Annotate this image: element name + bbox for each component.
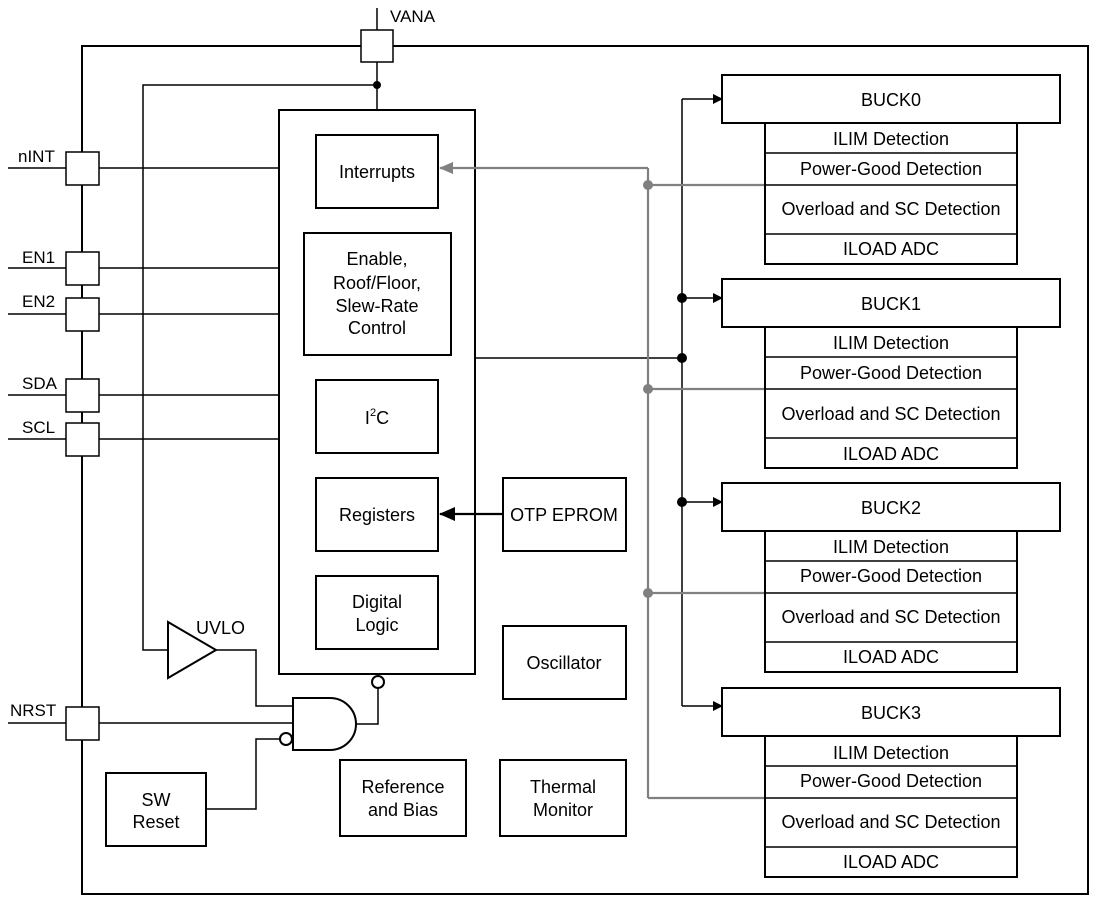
buck3-row-overload: Overload and SC Detection — [781, 812, 1000, 832]
digital-logic-label-2: Logic — [355, 615, 398, 635]
buck0-row-iload: ILOAD ADC — [843, 239, 939, 259]
reset-and-gate — [292, 697, 357, 751]
sda-label: SDA — [22, 374, 58, 393]
buck1-row-overload: Overload and SC Detection — [781, 404, 1000, 424]
en2-label: EN2 — [22, 292, 55, 311]
buck0-row-ilim: ILIM Detection — [833, 129, 949, 149]
buck3-row-iload: ILOAD ADC — [843, 852, 939, 872]
enable-label-1: Enable, — [346, 249, 407, 269]
buck3-header — [721, 687, 1061, 737]
buck0-header — [721, 74, 1061, 124]
thermal-monitor-block — [499, 759, 627, 837]
uvlo-buffer — [167, 620, 218, 680]
en2-pin — [65, 297, 100, 332]
i2c-label: I2C — [365, 407, 389, 428]
scl-label: SCL — [22, 418, 55, 437]
buck1-row-ilim: ILIM Detection — [833, 333, 949, 353]
buck0-name: BUCK0 — [861, 90, 921, 110]
buck1-name: BUCK1 — [861, 294, 921, 314]
reference-label-1: Reference — [361, 777, 444, 797]
nint-pin — [65, 151, 100, 186]
scl-pin — [65, 422, 100, 457]
gray-junction-0 — [643, 180, 653, 190]
vana-label: VANA — [390, 7, 436, 26]
buck3-row-pgood: Power-Good Detection — [800, 771, 982, 791]
sw-reset-label-2: Reset — [132, 812, 179, 832]
reference-label-2: and Bias — [368, 800, 438, 820]
buck0-row-pgood: Power-Good Detection — [800, 159, 982, 179]
buck2-row-pgood: Power-Good Detection — [800, 566, 982, 586]
sw-reset-label-1: SW — [142, 790, 171, 810]
registers-label: Registers — [339, 505, 415, 525]
uvlo-label: UVLO — [196, 618, 245, 638]
chip-outline — [81, 45, 1089, 895]
oscillator-block — [502, 625, 627, 700]
otp-eprom-label: OTP EPROM — [510, 505, 618, 525]
and-inverted-input — [279, 732, 293, 746]
nint-label: nINT — [18, 147, 55, 166]
buck2-name: BUCK2 — [861, 498, 921, 518]
thermal-label-1: Thermal — [530, 777, 596, 797]
sda-pin — [65, 378, 100, 413]
enable-label-2: Roof/Floor, — [333, 273, 421, 293]
buck2-row-overload: Overload and SC Detection — [781, 607, 1000, 627]
buck1-row-iload: ILOAD ADC — [843, 444, 939, 464]
en1-label: EN1 — [22, 248, 55, 267]
buck2-header — [721, 482, 1061, 532]
digital-logic-label-1: Digital — [352, 592, 402, 612]
buck1-header — [721, 278, 1061, 328]
enable-control-block — [303, 232, 452, 356]
buck3: BUCK3 ILIM Detection Power-Good Detectio… — [721, 687, 1061, 878]
buck3-name: BUCK3 — [861, 703, 921, 723]
nrst-label: NRST — [10, 701, 56, 720]
core-inverted-input — [371, 675, 385, 689]
enable-label-3: Slew-Rate — [335, 296, 418, 316]
en1-pin — [65, 251, 100, 286]
buck1: BUCK1 ILIM Detection Power-Good Detectio… — [721, 278, 1061, 469]
gray-junction-1 — [643, 384, 653, 394]
registers-block — [315, 477, 439, 552]
buck0-row-overload: Overload and SC Detection — [781, 199, 1000, 219]
vana-pin — [360, 29, 394, 63]
buck2: BUCK2 ILIM Detection Power-Good Detectio… — [721, 482, 1061, 673]
sw-reset-block — [105, 772, 207, 847]
i2c-block — [315, 379, 439, 454]
reference-bias-block — [339, 759, 467, 837]
buck3-row-ilim: ILIM Detection — [833, 743, 949, 763]
nrst-pin — [65, 706, 100, 741]
buck0: BUCK0 ILIM Detection Power-Good Detectio… — [721, 74, 1061, 265]
buck2-row-ilim: ILIM Detection — [833, 537, 949, 557]
digital-logic-block — [315, 575, 439, 650]
interrupts-block — [315, 134, 439, 209]
oscillator-label: Oscillator — [526, 653, 601, 673]
buck1-row-pgood: Power-Good Detection — [800, 363, 982, 383]
enable-label-4: Control — [348, 318, 406, 338]
bus-junction-main — [677, 353, 687, 363]
gray-junction-2 — [643, 588, 653, 598]
thermal-label-2: Monitor — [533, 800, 593, 820]
interrupts-label: Interrupts — [339, 162, 415, 182]
otp-eprom-block — [502, 477, 627, 552]
buck2-row-iload: ILOAD ADC — [843, 647, 939, 667]
